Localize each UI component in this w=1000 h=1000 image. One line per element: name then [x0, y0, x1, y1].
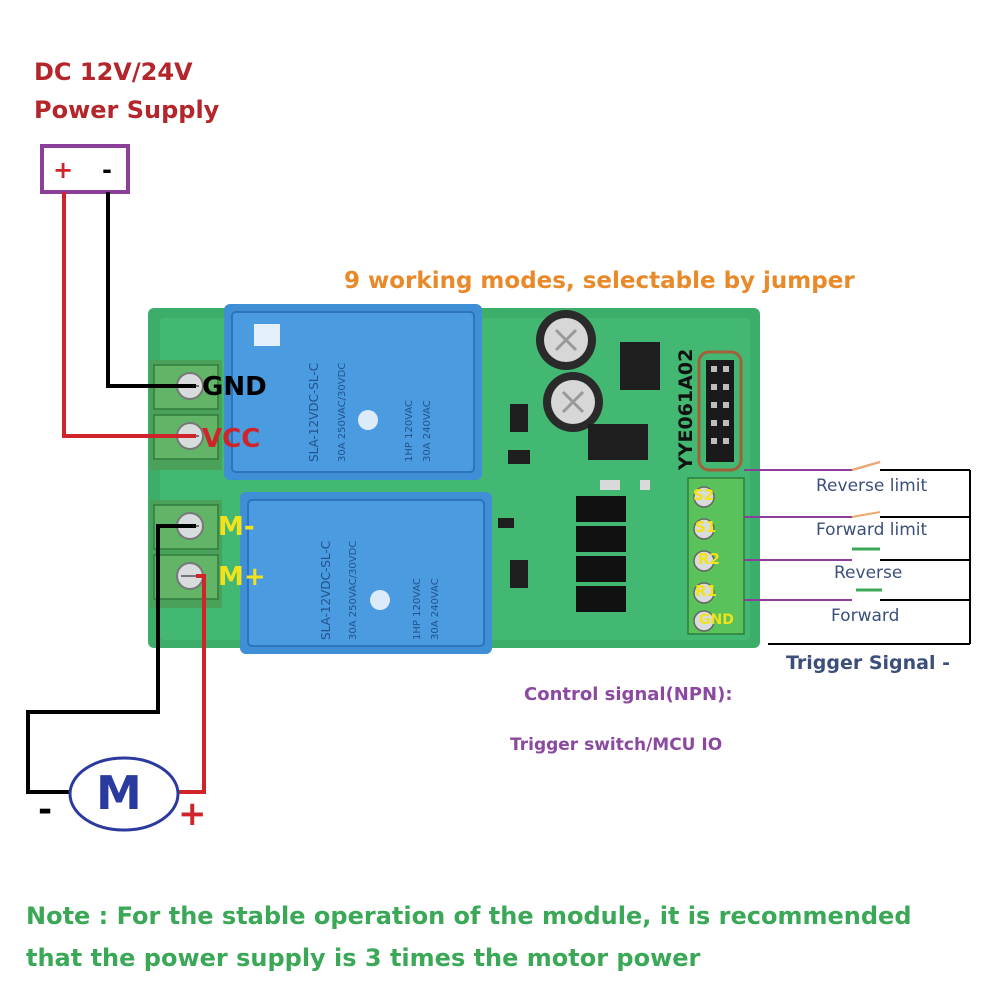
power-minus-label: -: [102, 156, 112, 184]
signal-terminal-block: [687, 477, 745, 635]
power-supply-title: DC 12V/24V: [34, 58, 193, 86]
motor-plus-label: +: [178, 794, 207, 834]
relay-2-text: SLA-12VDC-SL-C: [319, 541, 333, 640]
motor-plus-wire: [176, 574, 206, 794]
pin-r1-label: R1: [695, 582, 717, 600]
signal-forward: Forward: [831, 606, 900, 626]
gnd-wire: [106, 192, 196, 388]
trigger-signal-label: Trigger Signal -: [786, 652, 950, 674]
relay-1: SLA-12VDC-SL-C 30A 250VAC/30VDC 1HP 120V…: [224, 304, 482, 480]
pin-s1-label: S1: [695, 518, 717, 536]
jumper-header: [697, 350, 743, 472]
note-line-1: Note : For the stable operation of the m…: [26, 902, 912, 930]
control-signal-label: Control signal(NPN):: [524, 684, 733, 705]
motor-label: M: [96, 766, 142, 820]
board-model-label: YYE061A02: [675, 349, 697, 471]
gnd-terminal-label: GND: [202, 372, 267, 402]
motor-minus-wire: [26, 524, 196, 794]
vcc-wire: [62, 192, 196, 438]
m-plus-terminal-label: M+: [218, 562, 266, 592]
logic-ic: [588, 424, 648, 460]
power-plus-label: +: [53, 156, 74, 184]
regulator-chip: [620, 342, 660, 390]
relay-2: SLA-12VDC-SL-C 30A 250VAC/30VDC 1HP 120V…: [240, 492, 492, 654]
signal-forward-limit: Forward limit: [816, 520, 928, 540]
optocouplers: [576, 496, 626, 612]
capacitor-1: [536, 310, 596, 370]
power-supply-box: [40, 144, 130, 194]
relay-2-text: 30A 250VAC/30VDC: [348, 541, 359, 640]
relay-1-text: 30A 250VAC/30VDC: [337, 363, 348, 462]
signal-reverse: Reverse: [834, 563, 903, 583]
capacitor-2: [543, 372, 603, 432]
pin-s2-label: S2: [693, 486, 715, 504]
relay-1-text: SLA-12VDC-SL-C: [307, 363, 321, 462]
power-supply-subtitle: Power Supply: [34, 96, 220, 124]
note-line-2: that the power supply is 3 times the mot…: [26, 944, 701, 972]
vcc-terminal-label: VCC: [202, 424, 261, 454]
relay-1-text: 30A 240VAC: [422, 400, 433, 462]
signal-reverse-limit: Reverse limit: [816, 476, 928, 496]
pin-r2-label: R2: [698, 550, 720, 568]
relay-2-text: 1HP 120VAC: [412, 578, 423, 640]
modes-label: 9 working modes, selectable by jumper: [344, 268, 855, 294]
relay-2-text: 30A 240VAC: [430, 578, 441, 640]
signal-bus: [768, 469, 971, 645]
motor-minus-label: -: [38, 790, 53, 830]
trigger-switch-label: Trigger switch/MCU IO: [510, 735, 723, 755]
pin-gnd-label: GND: [699, 612, 734, 628]
relay-1-text: 1HP 120VAC: [404, 400, 415, 462]
m-minus-terminal-label: M-: [218, 512, 255, 542]
motor: [68, 756, 180, 832]
